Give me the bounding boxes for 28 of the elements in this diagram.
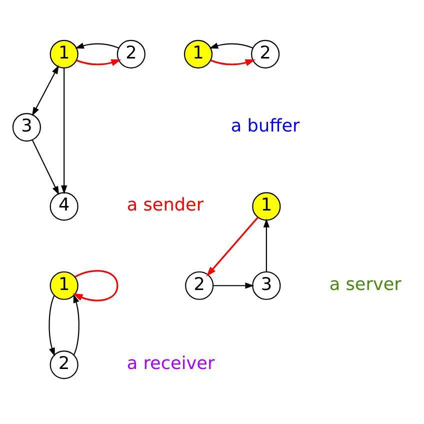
- label: a receiver: [126, 353, 215, 374]
- arrow: [206, 216, 259, 276]
- node-circle: 2: [50, 350, 78, 379]
- node-circle: 3: [252, 270, 281, 300]
- arrow: [32, 64, 59, 116]
- arrow: [209, 42, 254, 48]
- arrow: [32, 139, 60, 195]
- node-circle: 1: [252, 192, 281, 220]
- node-circle: 2: [116, 39, 146, 68]
- arrow: [61, 68, 68, 194]
- node-circle: 3: [12, 112, 41, 142]
- arrow: [210, 58, 256, 66]
- node-circle: 1: [50, 39, 78, 68]
- node-circle: 1: [184, 39, 213, 68]
- label: a sender: [126, 195, 204, 216]
- arrow: [76, 58, 122, 66]
- node-circle: 2: [251, 39, 280, 68]
- node-circle: 2: [185, 270, 214, 300]
- arrow: [72, 270, 118, 301]
- node-circle: 4: [50, 192, 78, 220]
- label: a buffer: [230, 116, 300, 136]
- arrow: [48, 294, 55, 356]
- label: a server: [329, 274, 402, 294]
- arrow: [214, 282, 254, 288]
- arrow: [75, 42, 120, 48]
- arrow: [263, 218, 270, 272]
- arrow: [73, 293, 80, 355]
- node-circle: 1: [50, 270, 78, 300]
